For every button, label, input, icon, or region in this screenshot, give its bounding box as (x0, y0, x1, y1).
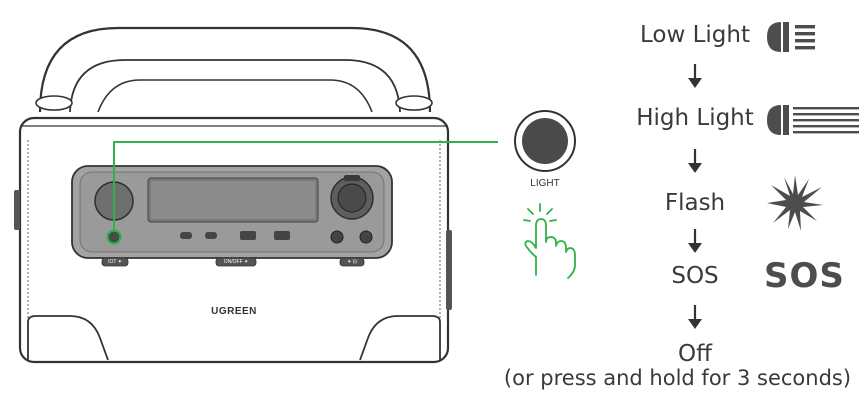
mode-high-light: High Light (636, 105, 754, 131)
mode-button: ✦ ⊡ (347, 259, 357, 265)
low-beam-icon (767, 22, 815, 52)
mode-off: Off (678, 341, 712, 367)
arrow-down-icon (688, 64, 702, 88)
arrow-down-icon (688, 149, 702, 173)
mode-flash: Flash (664, 190, 726, 216)
hold-note: (or press and hold for 3 seconds) (503, 366, 852, 390)
power-button: ON/OFF ✦ (223, 259, 249, 265)
high-beam-icon (767, 105, 859, 135)
mode-sos: SOS (671, 263, 719, 289)
mode-low-light: Low Light (639, 22, 750, 48)
arrow-down-icon (688, 305, 702, 329)
brand-logo: UGREEN (211, 306, 257, 317)
flash-burst-icon (767, 175, 823, 231)
iot-button: IOT ✦ (108, 259, 122, 265)
light-button-caption: LIGHT (530, 178, 560, 189)
sos-icon: SOS (764, 256, 845, 296)
arrow-down-icon (688, 229, 702, 253)
